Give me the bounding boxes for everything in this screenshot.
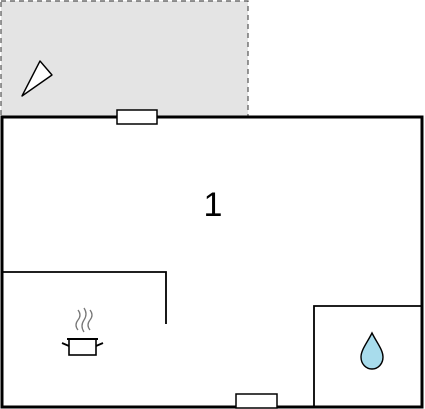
window-bottom — [235, 393, 278, 409]
room-number-label: 1 — [204, 186, 223, 224]
water-drop-icon — [360, 331, 384, 370]
sun-triangle-icon — [21, 60, 53, 97]
cooking-pot-icon — [61, 307, 104, 356]
kitchen-partition — [3, 271, 167, 324]
outer-wall — [0, 115, 424, 409]
window-top — [116, 109, 158, 125]
bathroom-partition — [313, 305, 422, 407]
terrace-area — [0, 0, 249, 118]
